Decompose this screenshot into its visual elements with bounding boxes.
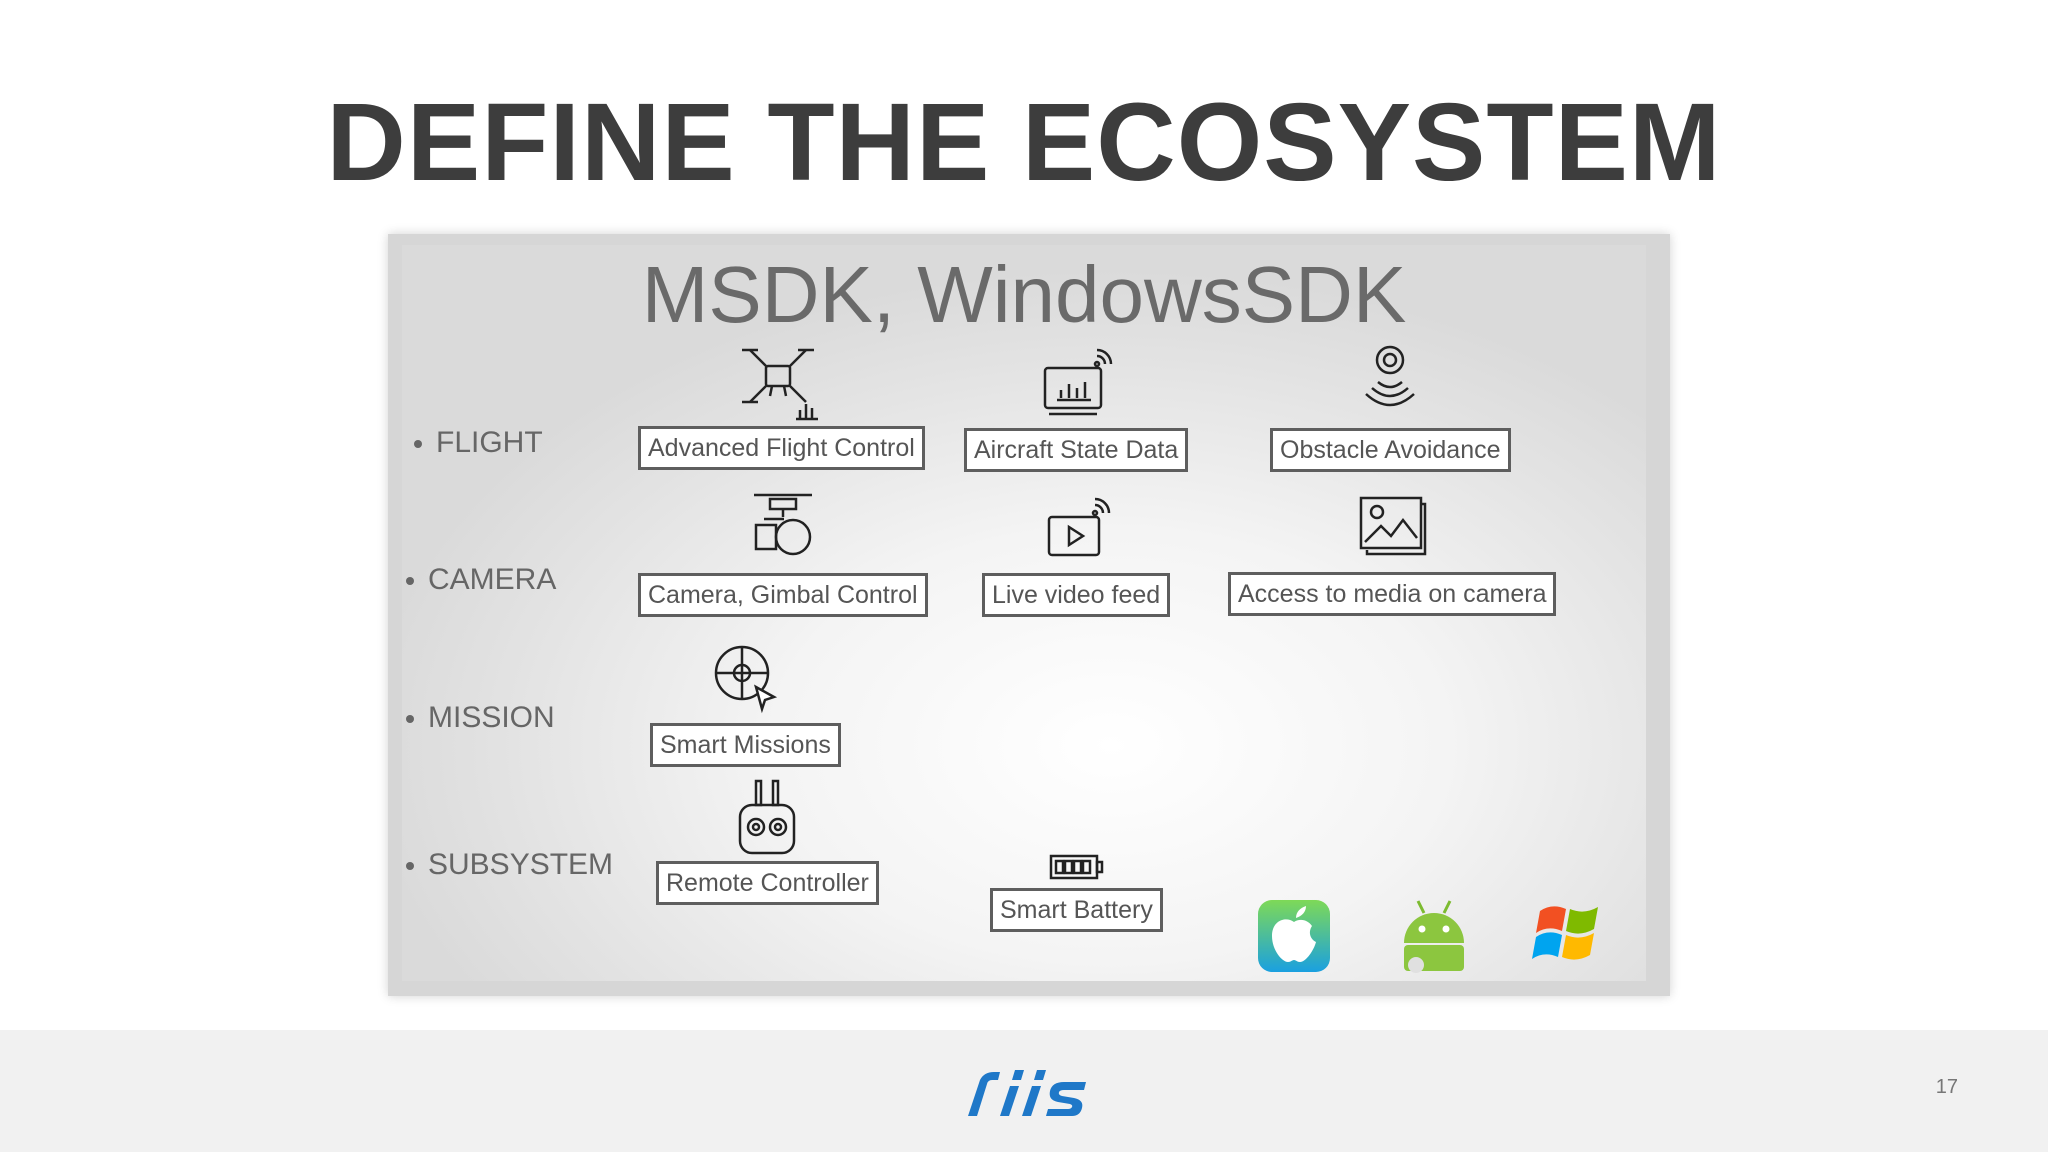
feature-obstacle-avoidance: Obstacle Avoidance (1270, 342, 1511, 472)
smart-missions-label: Smart Missions (650, 723, 841, 767)
slide-footer: 17 (0, 1030, 2048, 1152)
windows-icon (1532, 906, 1598, 960)
category-camera: CAMERA (406, 562, 556, 598)
category-mission: MISSION (406, 700, 555, 736)
battery-icon (1050, 854, 1104, 880)
drone-icon (742, 348, 819, 421)
remote-controller-label: Remote Controller (656, 861, 879, 905)
obstacle-sensor-icon (1365, 345, 1416, 407)
obstacle-avoidance-label: Obstacle Avoidance (1270, 428, 1511, 472)
riis-logo (968, 1070, 1086, 1116)
gimbal-camera-icon (753, 493, 812, 556)
telemetry-monitor-icon (1043, 348, 1113, 416)
remote-controller-icon (739, 779, 796, 855)
feature-aircraft-state-data: Aircraft State Data (964, 342, 1189, 472)
smart-battery-label: Smart Battery (990, 888, 1163, 932)
category-flight: FLIGHT (414, 425, 543, 461)
advanced-flight-control-label: Advanced Flight Control (638, 426, 925, 470)
feature-live-video-feed: Live video feed (982, 487, 1171, 617)
mission-target-icon (715, 645, 778, 714)
aircraft-state-data-label: Aircraft State Data (964, 428, 1189, 472)
apple-icon (1258, 900, 1330, 972)
live-video-feed-label: Live video feed (982, 573, 1171, 617)
slide-title: DEFINE THE ECOSYSTEM (326, 81, 1722, 204)
page-number: 17 (1935, 1076, 1958, 1098)
feature-advanced-flight-control: Advanced Flight Control (638, 340, 925, 470)
access-media-label: Access to media on camera (1228, 572, 1557, 616)
panel-title: MSDK, WindowsSDK (641, 250, 1407, 339)
category-subsystem: SUBSYSTEM (406, 847, 613, 883)
video-stream-icon (1047, 497, 1111, 557)
image-gallery-icon (1359, 496, 1427, 556)
android-icon (1404, 900, 1464, 973)
sdk-image-panel: MSDK, WindowsSDK FLIGHT CAMERA MISSION S… (402, 245, 1646, 981)
feature-access-media: Access to media on camera (1228, 486, 1557, 616)
feature-smart-missions: Smart Missions (650, 637, 841, 767)
feature-smart-battery: Smart Battery (990, 802, 1163, 932)
feature-camera-gimbal-control: Camera, Gimbal Control (638, 487, 928, 617)
feature-remote-controller: Remote Controller (656, 775, 879, 905)
camera-gimbal-control-label: Camera, Gimbal Control (638, 573, 928, 617)
